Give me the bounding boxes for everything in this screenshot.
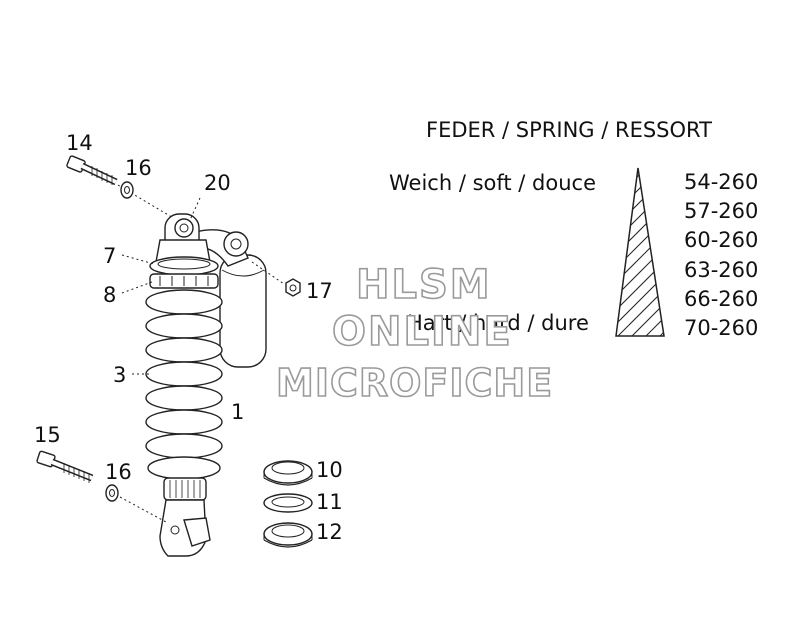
bolt-lower-part xyxy=(36,450,94,483)
spring-rate-57: 57-260 xyxy=(684,199,758,223)
washer-upper-part xyxy=(120,181,134,199)
spring-rate-60: 60-260 xyxy=(684,228,758,252)
shock-absorber-part xyxy=(145,213,267,557)
spring-rate-70: 70-260 xyxy=(684,316,758,340)
callout-12: 12 xyxy=(316,520,343,544)
watermark-line-3: MICROFICHE xyxy=(276,361,553,405)
nut-part xyxy=(285,278,301,297)
spring-table-title: FEDER / SPRING / RESSORT xyxy=(426,118,712,142)
callout-7: 7 xyxy=(103,244,116,268)
callout-17: 17 xyxy=(306,279,333,303)
watermark-line-2: ONLINE xyxy=(332,309,513,355)
spring-hardness-wedge-icon xyxy=(615,167,665,337)
watermark-line-1: HLSM xyxy=(356,262,492,308)
callout-20: 20 xyxy=(204,171,231,195)
spring-rate-54: 54-260 xyxy=(684,170,758,194)
callout-3: 3 xyxy=(113,363,126,387)
seal-ring-12-part xyxy=(263,522,313,548)
seal-ring-10-part xyxy=(263,460,313,486)
callout-11: 11 xyxy=(316,490,343,514)
spring-rate-66: 66-260 xyxy=(684,287,758,311)
callout-14: 14 xyxy=(66,131,93,155)
callout-16-upper: 16 xyxy=(125,156,152,180)
callout-1: 1 xyxy=(231,400,244,424)
spring-hard-label: Hart / hard / dure xyxy=(407,311,589,335)
bolt-upper-part xyxy=(66,155,118,186)
washer-lower-part xyxy=(105,484,119,502)
ring-11-part xyxy=(263,493,313,513)
callout-16-lower: 16 xyxy=(105,460,132,484)
spring-soft-label: Weich / soft / douce xyxy=(389,171,596,195)
spring-rate-63: 63-260 xyxy=(684,258,758,282)
callout-15: 15 xyxy=(34,423,61,447)
callout-8: 8 xyxy=(103,283,116,307)
callout-10: 10 xyxy=(316,458,343,482)
